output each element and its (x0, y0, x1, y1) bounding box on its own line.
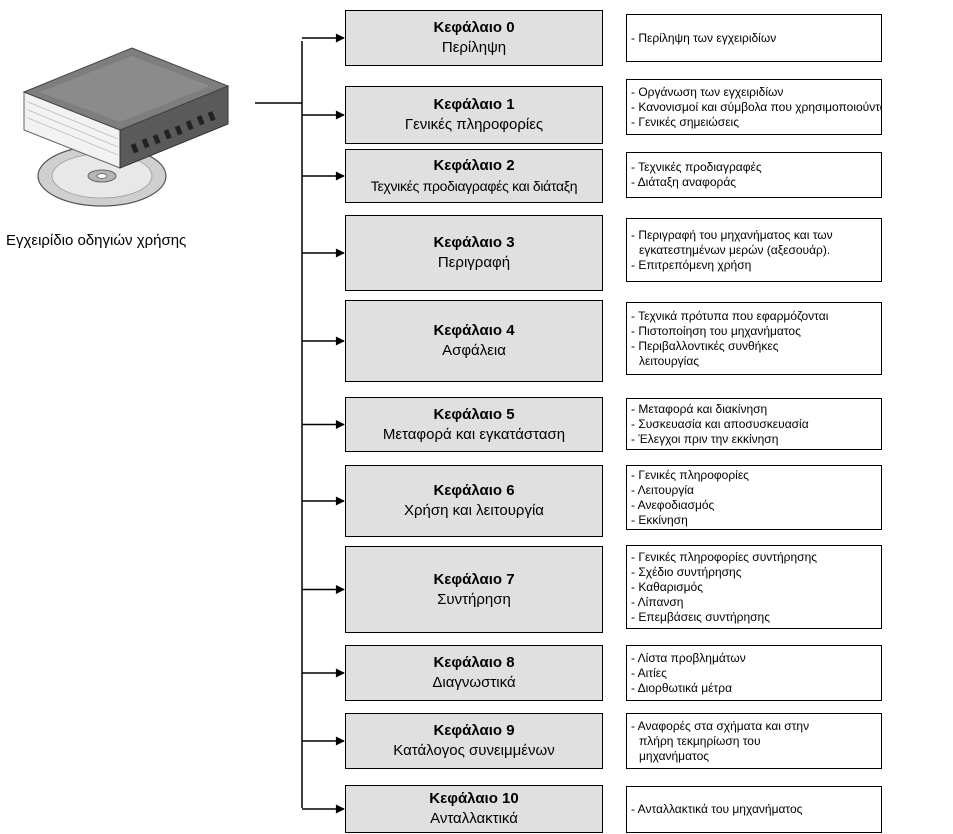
chapter-box-6: Κεφάλαιο 6 Χρήση και λειτουργία (345, 465, 603, 537)
chapter-title: Κεφάλαιο 10 (429, 790, 519, 807)
detail-item: - Γενικές πληροφορίες συντήρησης (631, 549, 818, 564)
chapter-subtitle: Περιγραφή (437, 254, 511, 271)
chapter-subtitle: Περίληψη (441, 39, 507, 56)
chapter-subtitle: Κατάλογος συνειμμένων (393, 742, 555, 759)
chapter-details-6: - Γενικές πληροφορίες- Λειτουργία- Ανεφο… (626, 465, 882, 530)
chapter-title: Κεφάλαιο 3 (433, 234, 515, 251)
chapter-details-8: - Λίστα προβλημάτων- Αιτίες- Διορθωτικά … (626, 645, 882, 701)
detail-item: - Περίληψη των εγχειριδίων (631, 30, 777, 45)
detail-item: - Ανεφοδιασμός (631, 497, 715, 512)
detail-item: - Σχέδιο συντήρησης (631, 564, 742, 579)
chapter-title: Κεφάλαιο 8 (433, 654, 515, 671)
manual-book-with-cd-icon (22, 47, 230, 207)
detail-item: - Πιστοποίηση του μηχανήματος (631, 323, 801, 338)
manual-caption: Εγχειρίδιο οδηγιών χρήσης (6, 232, 187, 249)
chapter-box-9: Κεφάλαιο 9 Κατάλογος συνειμμένων (345, 713, 603, 769)
chapter-subtitle: Τεχνικές προδιαγραφές και διάταξη (370, 178, 578, 194)
chapter-title: Κεφάλαιο 6 (433, 482, 515, 499)
chapter-title: Κεφάλαιο 5 (433, 405, 515, 423)
chapter-details-4: - Τεχνικά πρότυπα που εφαρμόζονται- Πιστ… (626, 302, 882, 375)
detail-item: - Επεμβάσεις συντήρησης (631, 609, 771, 624)
chapter-subtitle: Χρήση και λειτουργία (404, 502, 544, 519)
detail-item: - Γενικές πληροφορίες (631, 467, 749, 482)
detail-item: - Διάταξη αναφοράς (631, 175, 737, 189)
detail-item: - Λίπανση (631, 594, 684, 609)
chapter-details-0: - Περίληψη των εγχειριδίων (626, 14, 882, 62)
chapter-title: Κεφάλαιο 7 (433, 570, 515, 588)
chapter-title: Κεφάλαιο 0 (433, 19, 515, 36)
detail-item: - Ανταλλακτικά του μηχανήματος (631, 802, 803, 816)
detail-item: - Λίστα προβλημάτων (631, 650, 746, 665)
chapter-details-5: - Μεταφορά και διακίνηση- Συσκευασία και… (626, 398, 882, 450)
detail-item: - Τεχνικά πρότυπα που εφαρμόζονται (631, 308, 829, 323)
chapter-subtitle: Συντήρηση (437, 590, 511, 608)
chapter-title: Κεφάλαιο 1 (433, 96, 515, 113)
chapter-box-4: Κεφάλαιο 4 Ασφάλεια (345, 300, 603, 382)
detail-item: - Συσκευασία και αποσυσκευασία (631, 416, 809, 431)
chapter-details-10: - Ανταλλακτικά του μηχανήματος (626, 786, 882, 833)
detail-item: - Περιβαλλοντικές συνθήκες (631, 338, 779, 353)
chapter-subtitle: Μεταφορά και εγκατάσταση (382, 425, 566, 443)
detail-item: πλήρη τεκμηρίωση του (639, 733, 761, 748)
chapter-title: Κεφάλαιο 2 (433, 157, 515, 174)
detail-item: - Γενικές σημειώσεις (631, 114, 740, 129)
chapter-box-2: Κεφάλαιο 2 Τεχνικές προδιαγραφές και διάτ… (345, 149, 603, 203)
detail-item: - Έλεγχοι πριν την εκκίνηση (631, 431, 779, 446)
chapter-subtitle: Ασφάλεια (442, 342, 506, 359)
chapter-box-8: Κεφάλαιο 8 Διαγνωστικά (345, 645, 603, 701)
detail-item: - Επιτρεπόμενη χρήση (631, 257, 752, 272)
chapter-box-10: Κεφάλαιο 10 Ανταλλακτικά (345, 785, 603, 833)
detail-item: - Κανονισμοί και σύμβολα που χρησιμοποιο… (631, 99, 882, 114)
detail-item: - Περιγραφή του μηχανήματος και των (631, 227, 833, 242)
detail-item: - Καθαρισμός (631, 579, 704, 594)
chapter-subtitle: Ανταλλακτικά (430, 810, 518, 827)
detail-item: - Οργάνωση των εγχειριδίων (631, 84, 784, 99)
chapter-details-7: - Γενικές πληροφορίες συντήρησης- Σχέδιο… (626, 545, 882, 629)
chapter-title: Κεφάλαιο 9 (433, 722, 515, 739)
detail-item: - Εκκίνηση (631, 512, 688, 527)
chapter-title: Κεφάλαιο 4 (433, 322, 515, 339)
detail-item: - Μεταφορά και διακίνηση (631, 401, 768, 416)
detail-item: εγκατεστημένων μερών (αξεσουάρ). (639, 242, 831, 257)
chapter-subtitle: Διαγνωστικά (432, 674, 516, 691)
chapter-details-2: - Τεχνικές προδιαγραφές- Διάταξη αναφορά… (626, 152, 882, 198)
detail-item: μηχανήματος (639, 748, 710, 763)
detail-item: - Λειτουργία (631, 482, 694, 497)
detail-item: λειτουργίας (639, 353, 700, 368)
detail-item: - Διορθωτικά μέτρα (631, 680, 733, 695)
chapter-details-1: - Οργάνωση των εγχειριδίων- Κανονισμοί κ… (626, 79, 882, 135)
chapter-box-5: Κεφάλαιο 5 Μεταφορά και εγκατάσταση (345, 397, 603, 452)
chapter-box-3: Κεφάλαιο 3 Περιγραφή (345, 215, 603, 291)
chapter-subtitle: Γενικές πληροφορίες (404, 116, 544, 133)
chapter-box-0: Κεφάλαιο 0 Περίληψη (345, 10, 603, 66)
detail-item: - Τεχνικές προδιαγραφές (631, 160, 762, 174)
chapter-box-1: Κεφάλαιο 1 Γενικές πληροφορίες (345, 86, 603, 144)
detail-item: - Αναφορές στα σχήματα και στην (631, 718, 810, 733)
chapter-box-7: Κεφάλαιο 7 Συντήρηση (345, 546, 603, 633)
detail-item: - Αιτίες (631, 665, 667, 680)
